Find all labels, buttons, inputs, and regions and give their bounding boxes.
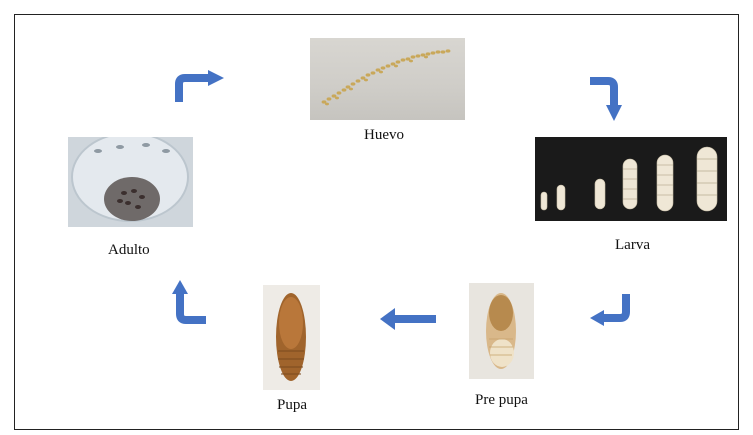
- stage-label-huevo: Huevo: [364, 127, 404, 144]
- adulto-photo: [68, 137, 193, 227]
- pupa-photo-drawing: [263, 285, 320, 390]
- arrow-prepupa-to-pupa: [378, 308, 438, 330]
- stage-label-adulto: Adulto: [108, 242, 150, 259]
- stage-label-prepupa: Pre pupa: [475, 392, 528, 409]
- arrow-larva-to-prepupa: [588, 292, 636, 332]
- prepupa-photo-drawing: [469, 283, 534, 379]
- stage-label-larva: Larva: [615, 237, 650, 254]
- arrow-adulto-to-huevo: [174, 68, 226, 104]
- arrow-pupa-to-adulto: [168, 278, 210, 326]
- pupa-photo: [263, 285, 320, 390]
- larva-photo-drawing: [535, 137, 727, 221]
- egg-photo: [310, 38, 465, 120]
- prepupa-photo: [469, 283, 534, 379]
- larva-photo: [535, 137, 727, 221]
- adulto-photo-drawing: [68, 137, 193, 227]
- stage-label-pupa: Pupa: [277, 397, 307, 414]
- egg-photo-drawing: [310, 38, 465, 120]
- arrow-huevo-to-larva: [588, 75, 628, 123]
